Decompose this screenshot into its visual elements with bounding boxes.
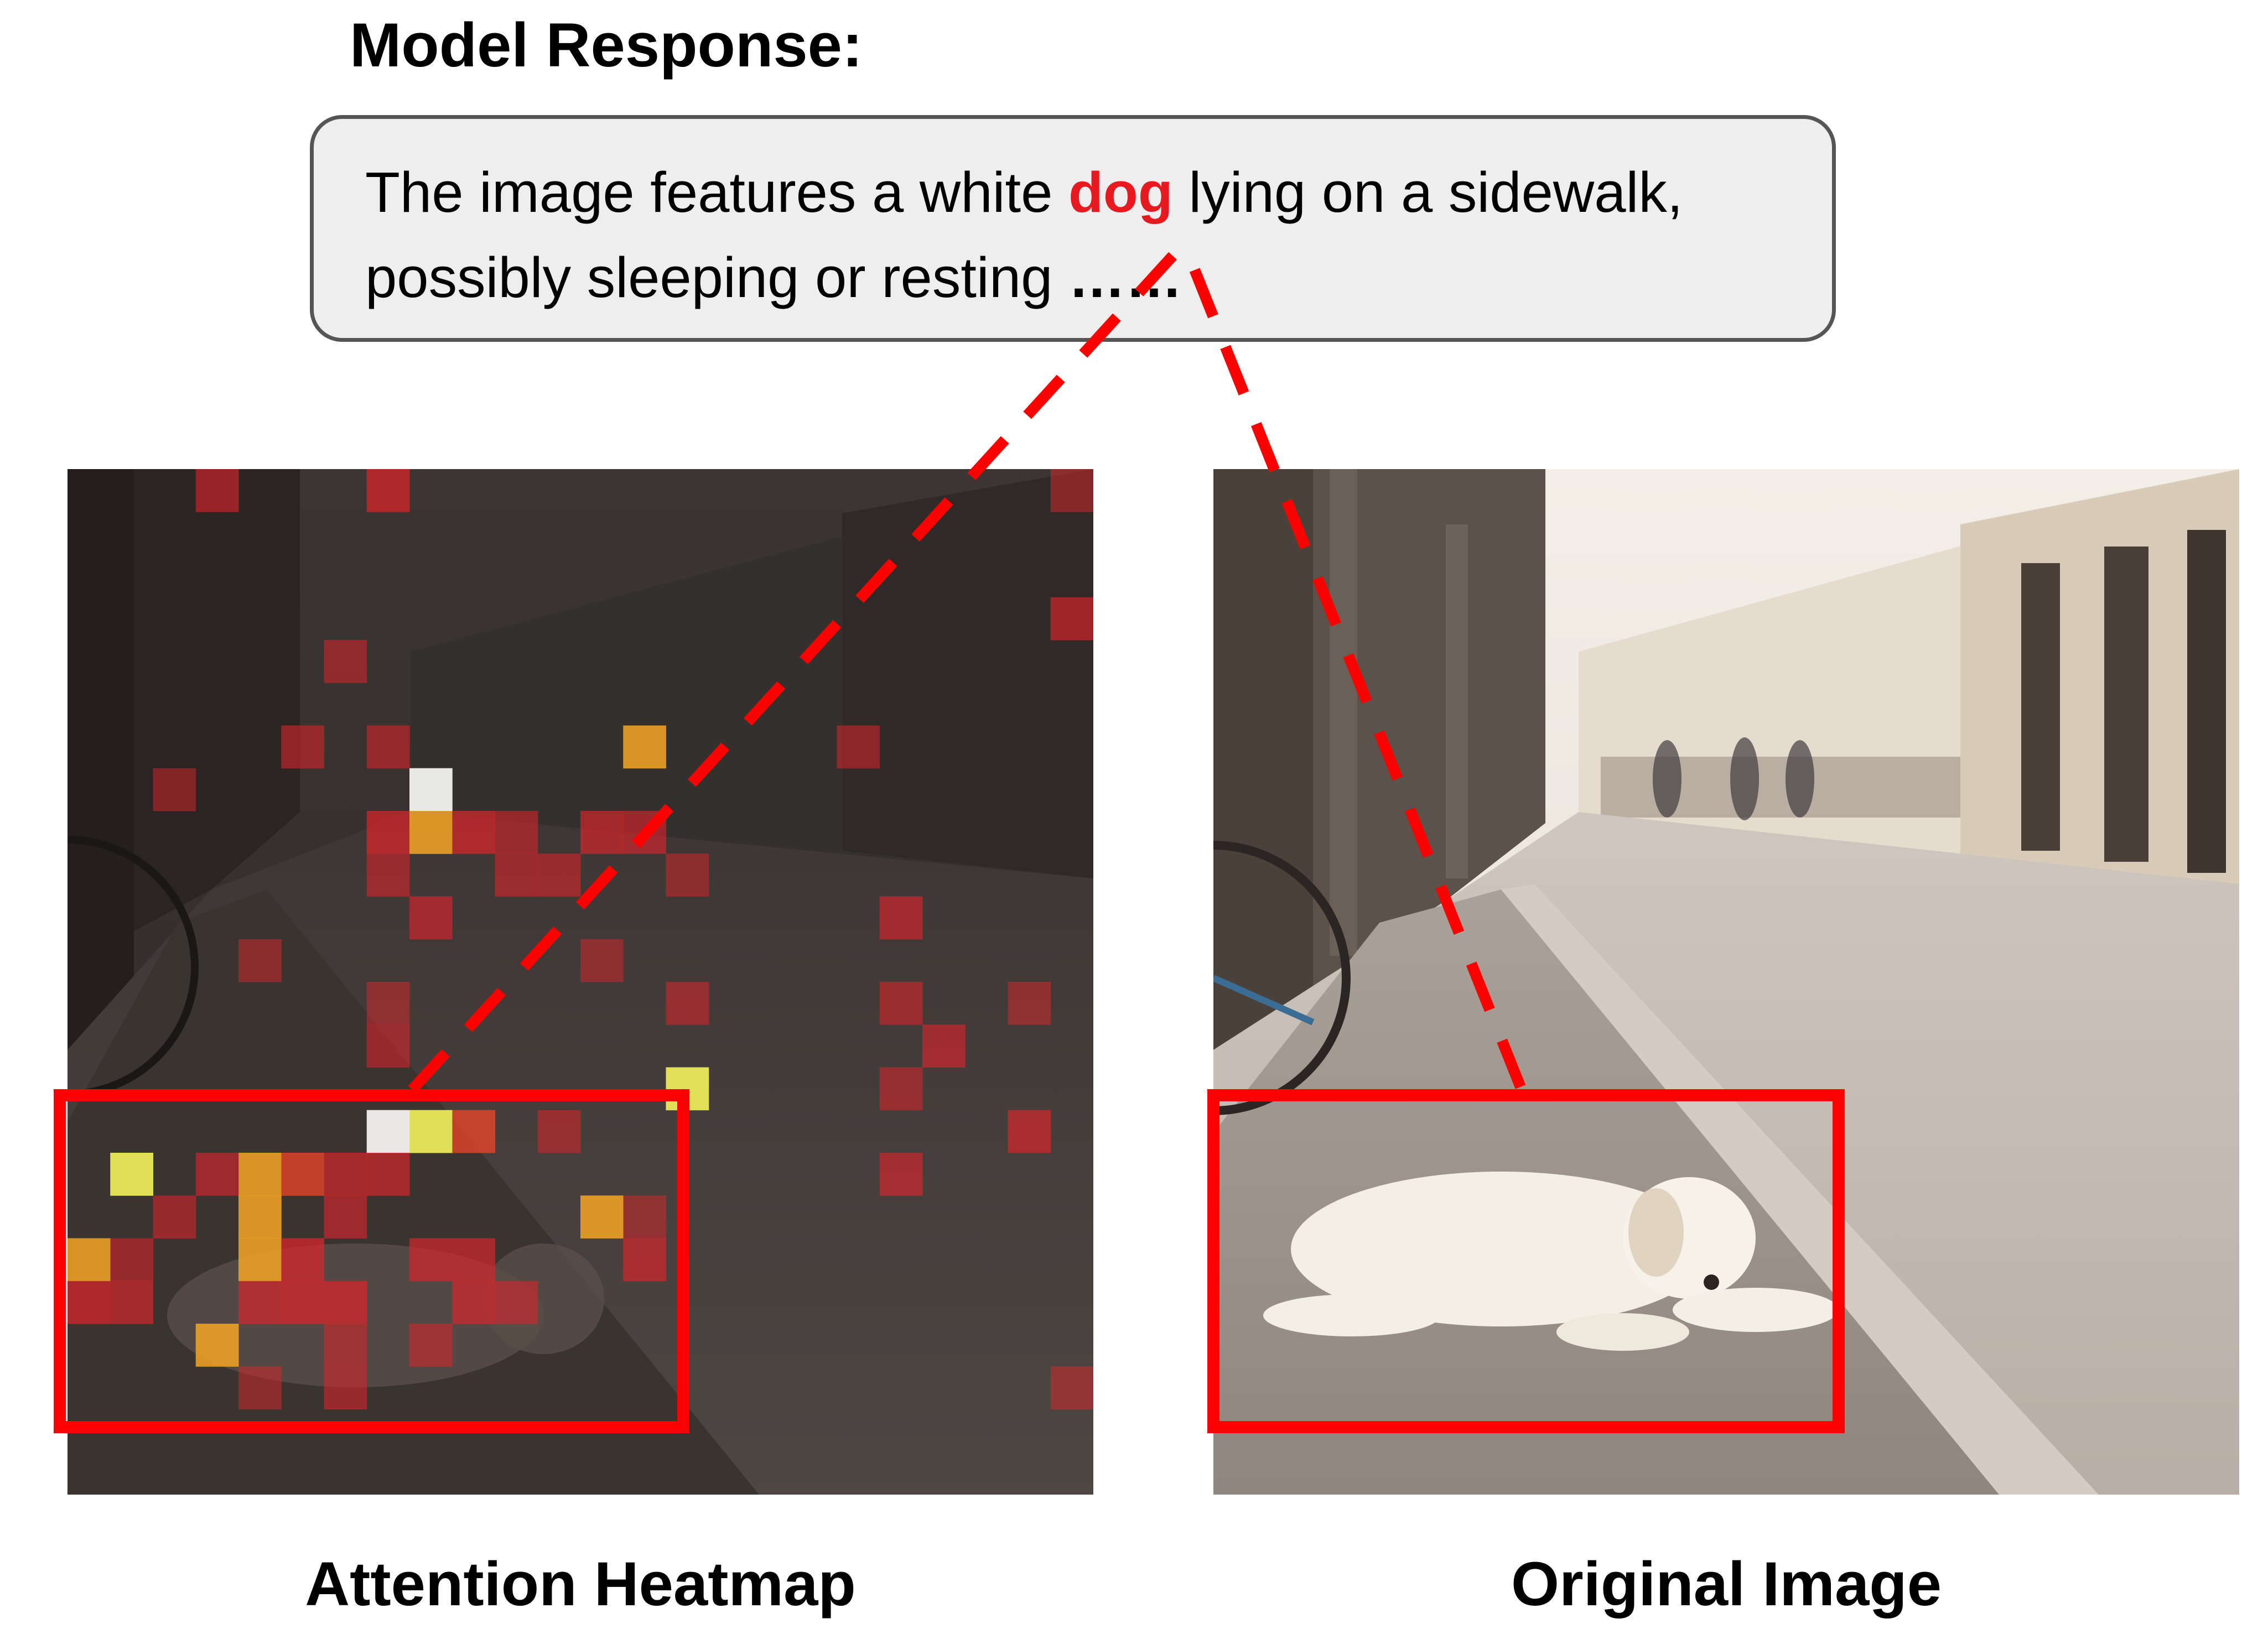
original-image: [1213, 469, 2239, 1495]
response-text-after: lying on a sidewalk,: [1172, 160, 1683, 224]
heatmap-cell: [623, 1238, 666, 1282]
heatmap-cell: [324, 1281, 367, 1324]
heatmap-cell: [452, 1110, 495, 1153]
heatmap-cell: [623, 1195, 666, 1238]
heatmap-cell: [879, 896, 923, 940]
heatmap-cell: [409, 768, 453, 811]
heatmap-cell: [366, 1024, 410, 1068]
heatmap-cell: [623, 811, 666, 854]
heatmap-cell: [409, 1238, 453, 1282]
heatmap-cell: [238, 1238, 282, 1282]
heatmap-cell: [110, 1281, 153, 1324]
response-ellipsis: ……: [1068, 246, 1183, 309]
heatmap-cell: [366, 854, 410, 897]
heatmap-cell: [238, 1153, 282, 1196]
heatmap-cell: [879, 1153, 923, 1196]
heatmap-cell: [1008, 1110, 1051, 1153]
model-response-text: The image features a white dog lying on …: [365, 150, 1804, 320]
attention-heatmap-panel: [68, 469, 1093, 1495]
heatmap-cell: [324, 1153, 367, 1196]
model-response-title: Model Response:: [350, 11, 863, 80]
heatmap-cell: [68, 1281, 111, 1324]
heatmap-cell: [580, 811, 624, 854]
heatmap-cell: [366, 469, 410, 512]
heatmap-cell: [1050, 1366, 1093, 1409]
heatmap-cell: [409, 1110, 453, 1153]
heatmap-cell: [837, 725, 880, 769]
heatmap-cell: [153, 768, 196, 811]
heatmap-cell: [409, 1324, 453, 1367]
heatmap-cell: [281, 1153, 324, 1196]
heatmap-cell: [495, 854, 538, 897]
heatmap-cell: [110, 1238, 153, 1282]
heatmap-cell: [1008, 982, 1051, 1025]
heatmap-cell: [879, 982, 923, 1025]
heatmap-cell: [366, 725, 410, 769]
heatmap-cell: [366, 982, 410, 1025]
heatmap-cell: [324, 1366, 367, 1409]
heatmap-cell: [666, 854, 709, 897]
heatmap-cell: [537, 1110, 581, 1153]
heatmap-cell: [324, 1324, 367, 1367]
response-text-before: The image features a white: [365, 160, 1069, 224]
heatmap-cell: [666, 1067, 709, 1111]
heatmap-cell: [366, 1153, 410, 1196]
heatmap-cell: [195, 1153, 239, 1196]
heatmap-cell: [68, 1238, 111, 1282]
heatmap-cell: [238, 1281, 282, 1324]
heatmap-cell: [537, 854, 581, 897]
attention-heatmap-image: [68, 469, 1093, 1495]
heatmap-cell: [195, 1324, 239, 1367]
heatmap-cell: [666, 982, 709, 1025]
heatmap-cell: [110, 1153, 153, 1196]
heatmap-cell: [1050, 597, 1093, 641]
heatmap-cell: [495, 1281, 538, 1324]
heatmap-cell: [238, 1195, 282, 1238]
heatmap-cell: [922, 1024, 966, 1068]
heatmap-cell: [495, 811, 538, 854]
heatmap-cell: [324, 1195, 367, 1238]
original-image-caption: Original Image: [1511, 1549, 1942, 1619]
heatmap-cell: [879, 1067, 923, 1111]
heatmap-cell: [238, 939, 282, 982]
heatmap-cell: [580, 939, 624, 982]
response-text-line2: possibly sleeping or resting: [365, 246, 1069, 309]
model-response-box: The image features a white dog lying on …: [310, 115, 1836, 342]
heatmap-cell: [153, 1195, 196, 1238]
heatmap-cell: [366, 811, 410, 854]
heatmap-cell: [452, 1238, 495, 1282]
heatmap-cell: [623, 725, 666, 769]
heatmap-cell: [238, 1366, 282, 1409]
heatmap-cell: [409, 896, 453, 940]
heatmap-cell: [281, 1238, 324, 1282]
heatmap-cell: [580, 1195, 624, 1238]
heatmap-cell: [452, 1281, 495, 1324]
highlighted-token-dog: dog: [1068, 160, 1173, 224]
heatmap-cell: [281, 725, 324, 769]
heatmap-cell: [195, 469, 239, 512]
heatmap-cell: [324, 640, 367, 683]
original-image-panel: [1213, 469, 2239, 1495]
heatmap-cell: [409, 811, 453, 854]
heatmap-cell: [1050, 469, 1093, 512]
heatmap-cell: [366, 1110, 410, 1153]
heatmap-cell: [452, 811, 495, 854]
attention-heatmap-caption: Attention Heatmap: [305, 1549, 856, 1619]
heatmap-cell: [281, 1281, 324, 1324]
